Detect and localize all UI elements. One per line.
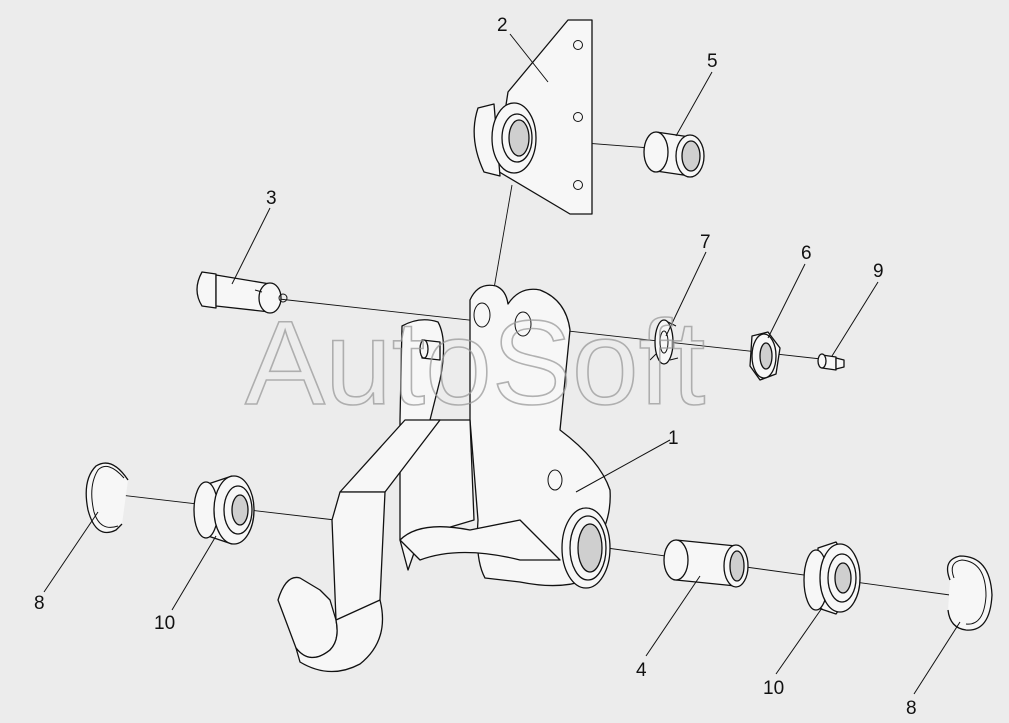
callout-10-right: 10 (763, 678, 784, 699)
part-5-bushing (643, 131, 705, 178)
watermark-logo: AutoSoft (245, 296, 705, 430)
part-1-lever (277, 284, 611, 673)
part-2-bracket-plate (473, 19, 593, 215)
part-3-pin (196, 271, 288, 314)
callout-labels: 1 2 3 4 5 6 7 8 8 9 10 10 (34, 15, 917, 719)
part-10-bearing-left (193, 475, 255, 545)
callout-8-right: 8 (906, 698, 917, 719)
callout-1: 1 (668, 428, 679, 449)
part-9-grease-nipple (817, 353, 845, 371)
callout-9: 9 (873, 261, 884, 282)
callout-4: 4 (636, 660, 647, 681)
leader-lines (43, 33, 961, 695)
callout-2: 2 (497, 15, 508, 36)
callout-5: 5 (707, 51, 718, 72)
callout-7: 7 (700, 232, 711, 253)
callout-6: 6 (801, 243, 812, 264)
part-8-retaining-ring-right (946, 555, 993, 631)
callout-8-left: 8 (34, 593, 45, 614)
part-4-sleeve (663, 539, 749, 588)
callout-3: 3 (266, 188, 277, 209)
part-6-nut (749, 331, 781, 381)
callout-10-left: 10 (154, 613, 175, 634)
part-8-retaining-ring-left (85, 462, 129, 534)
part-10-bearing-right (803, 541, 861, 615)
